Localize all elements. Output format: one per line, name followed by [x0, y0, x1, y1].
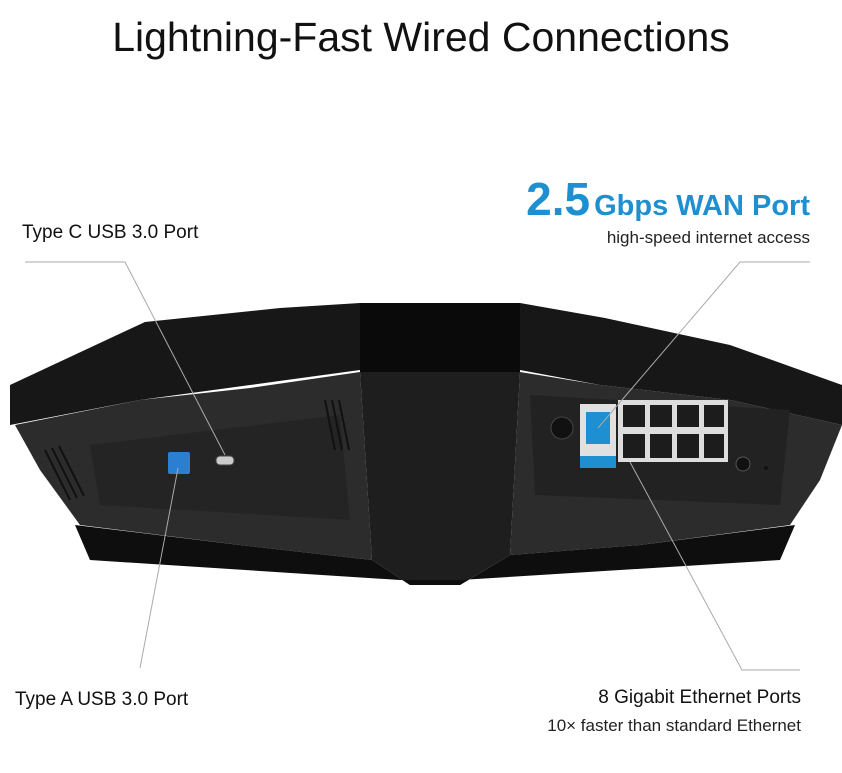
- wan-leader-line: [597, 261, 810, 429]
- usb-c-port: [215, 455, 235, 466]
- type-a-label: Type A USB 3.0 Port: [15, 689, 189, 710]
- type-c-leader-line: [25, 261, 226, 456]
- page-title: Lightning-Fast Wired Connections: [112, 14, 730, 60]
- wan-label: Gbps WAN Port: [594, 190, 810, 222]
- wan-subtitle: high-speed internet access: [606, 228, 810, 247]
- ethernet-label: 8 Gigabit Ethernet Ports: [598, 687, 801, 708]
- type-a-leader-line: [139, 467, 179, 669]
- wan-speed-number: 2.5: [526, 173, 591, 225]
- usb-a-port: [168, 452, 190, 474]
- ethernet-leader-line: [629, 461, 800, 671]
- type-c-label: Type C USB 3.0 Port: [22, 222, 199, 243]
- ethernet-subtitle: 10× faster than standard Ethernet: [547, 716, 801, 735]
